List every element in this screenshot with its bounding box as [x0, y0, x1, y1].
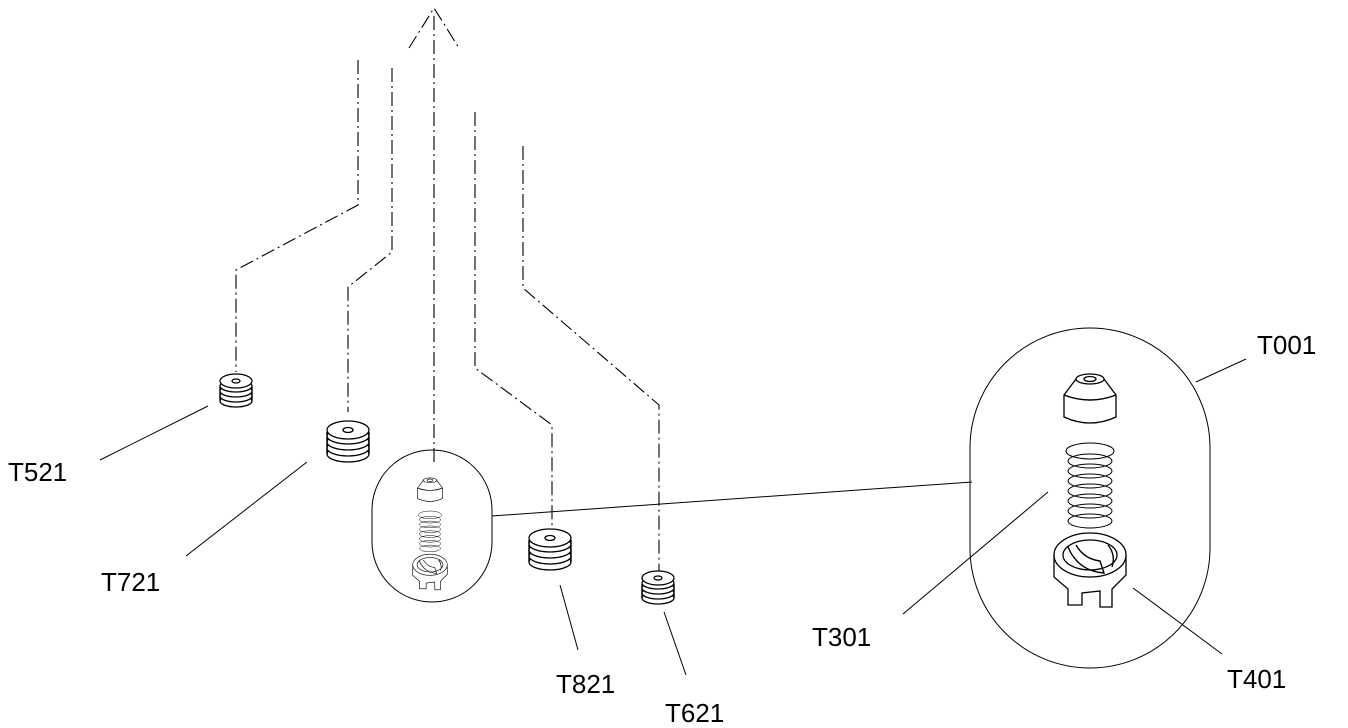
detail-connector-line	[491, 481, 973, 517]
valve-assembly-detail	[969, 327, 1211, 669]
label-t401: T401	[1227, 664, 1286, 694]
part-t721-stack	[326, 420, 370, 463]
assembly-center-lines	[235, 6, 660, 574]
leader-lines	[99, 358, 1247, 676]
label-t521: T521	[8, 457, 67, 487]
label-t001: T001	[1257, 330, 1316, 360]
label-t301: T301	[812, 622, 871, 652]
label-t621: T621	[665, 698, 724, 728]
part-t621-stack	[641, 570, 675, 605]
label-t721: T721	[101, 567, 160, 597]
part-t521-stack	[219, 373, 253, 408]
label-t821: T821	[556, 669, 615, 699]
valve-assembly-small	[371, 449, 493, 603]
part-t821-stack	[528, 528, 572, 571]
